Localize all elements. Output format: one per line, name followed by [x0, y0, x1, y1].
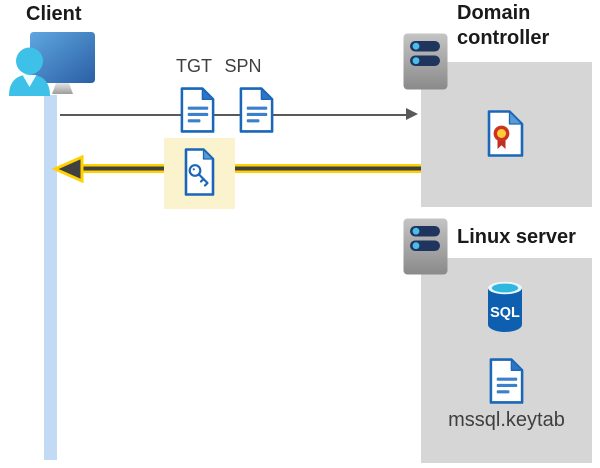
tgt-label: TGT	[176, 56, 212, 76]
response-arrow-line	[80, 164, 421, 173]
key-icon	[188, 164, 209, 187]
linux-server-icon	[403, 218, 448, 275]
sql-badge-label: SQL	[490, 305, 520, 321]
tgt-document-icon	[180, 87, 215, 133]
domain-controller-label: Domain controller	[457, 2, 550, 49]
keytab-document-icon	[489, 358, 524, 404]
service-ticket-key-document-icon	[184, 148, 215, 196]
certificate-document-icon	[487, 110, 524, 157]
monitor-stand-icon	[52, 83, 73, 94]
person-collar-icon	[22, 75, 37, 87]
spn-document-icon	[239, 87, 274, 133]
domain-controller-server-icon	[403, 33, 448, 90]
response-arrow-head-icon	[52, 154, 84, 184]
rosette-icon	[493, 125, 510, 142]
monitor-icon	[30, 32, 95, 83]
sql-database-icon: SQL	[488, 281, 522, 332]
request-arrow-head-icon	[406, 108, 418, 120]
person-head-icon	[16, 47, 43, 75]
client-workstation-icon	[9, 32, 95, 96]
client-label: Client	[26, 3, 82, 25]
keytab-filename-label: mssql.keytab	[448, 409, 565, 431]
linux-server-label: Linux server	[457, 226, 576, 248]
client-timeline-bar	[44, 95, 57, 460]
request-arrow-line	[60, 114, 407, 116]
spn-label: SPN	[224, 56, 262, 76]
